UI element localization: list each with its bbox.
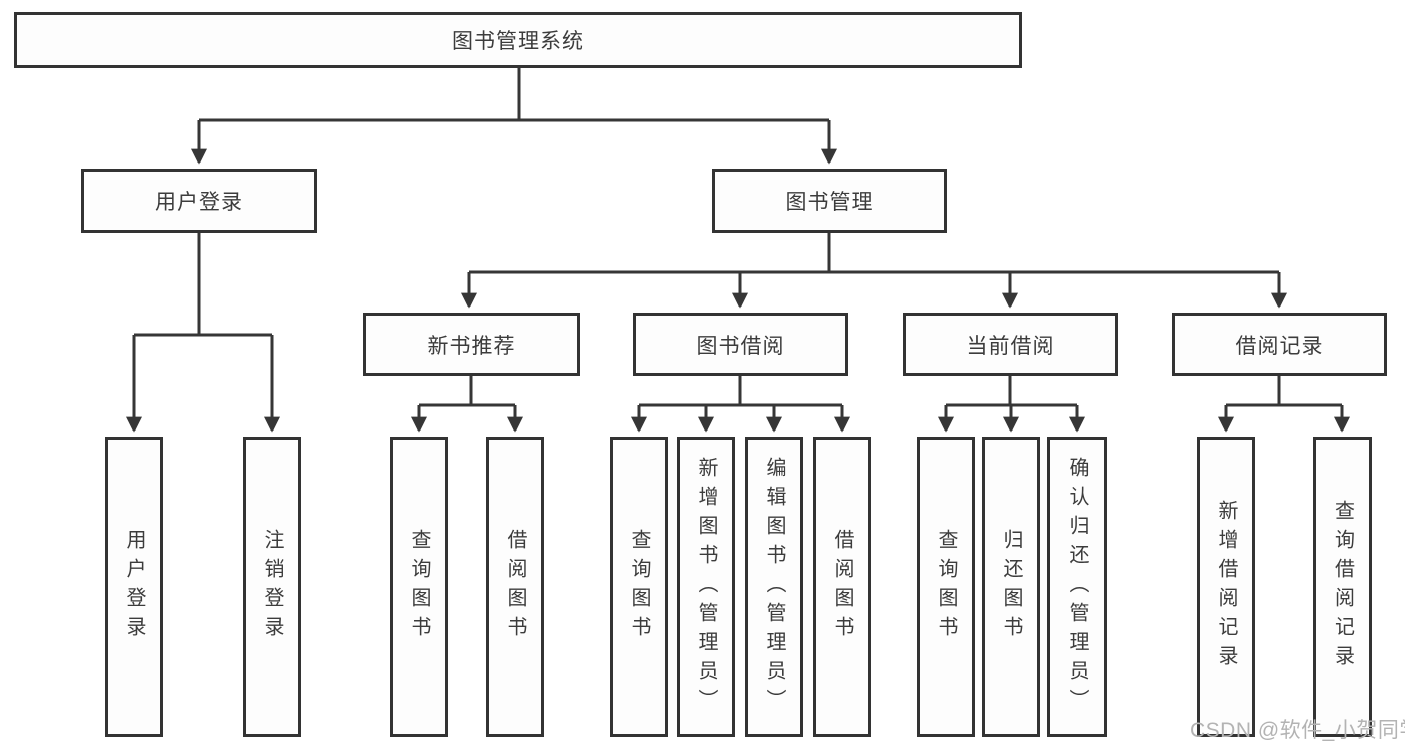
node-user-login: 用户登录 xyxy=(81,169,317,233)
leaf-query-books-recommend: 查询图书 xyxy=(390,437,448,737)
leaf-user-login: 用户登录 xyxy=(105,437,163,737)
node-label: 查询图书 xyxy=(408,529,430,645)
node-borrow-records: 借阅记录 xyxy=(1172,313,1387,376)
leaf-add-book-admin: 新增图书（管理员） xyxy=(677,437,735,737)
node-new-book-recommend: 新书推荐 xyxy=(363,313,580,376)
node-label: 用户登录 xyxy=(155,191,243,214)
leaf-return-book: 归还图书 xyxy=(982,437,1040,737)
node-label: 图书管理系统 xyxy=(452,30,584,53)
leaf-add-borrow-record: 新增借阅记录 xyxy=(1197,437,1255,737)
node-label: 确认归还（管理员） xyxy=(1066,456,1088,718)
leaf-edit-book-admin: 编辑图书（管理员） xyxy=(745,437,803,737)
node-label: 用户登录 xyxy=(123,529,145,645)
node-label: 查询图书 xyxy=(935,529,957,645)
node-label: 图书借阅 xyxy=(696,334,785,358)
node-label: 新增图书（管理员） xyxy=(695,456,717,718)
connector-path xyxy=(134,68,1342,407)
leaf-query-books-current: 查询图书 xyxy=(917,437,975,737)
node-label: 归还图书 xyxy=(1000,529,1022,645)
leaf-logout: 注销登录 xyxy=(243,437,301,737)
node-label: 查询图书 xyxy=(628,529,650,645)
node-label: 图书管理 xyxy=(785,191,874,214)
node-book-management: 图书管理 xyxy=(712,169,947,233)
watermark: CSDN @软件_小贺同学 xyxy=(1190,719,1405,742)
node-label: 查询借阅记录 xyxy=(1331,500,1354,674)
node-label: 新书推荐 xyxy=(427,334,516,358)
node-label: 借阅图书 xyxy=(504,529,526,645)
node-current-borrow: 当前借阅 xyxy=(903,313,1118,376)
leaf-query-books-borrow: 查询图书 xyxy=(610,437,668,737)
node-label: 借阅图书 xyxy=(831,529,853,645)
leaf-borrow-books-recommend: 借阅图书 xyxy=(486,437,544,737)
node-label: 编辑图书（管理员） xyxy=(763,456,785,718)
node-label: 当前借阅 xyxy=(966,334,1055,358)
leaf-confirm-return-admin: 确认归还（管理员） xyxy=(1047,437,1107,737)
node-label: 借阅记录 xyxy=(1235,334,1324,358)
leaf-borrow-books: 借阅图书 xyxy=(813,437,871,737)
node-library-system: 图书管理系统 xyxy=(14,12,1022,68)
node-label: 注销登录 xyxy=(261,529,283,645)
node-label: 新增借阅记录 xyxy=(1215,500,1237,674)
leaf-query-borrow-record: 查询借阅记录 xyxy=(1313,437,1372,737)
node-book-borrow: 图书借阅 xyxy=(633,313,848,376)
